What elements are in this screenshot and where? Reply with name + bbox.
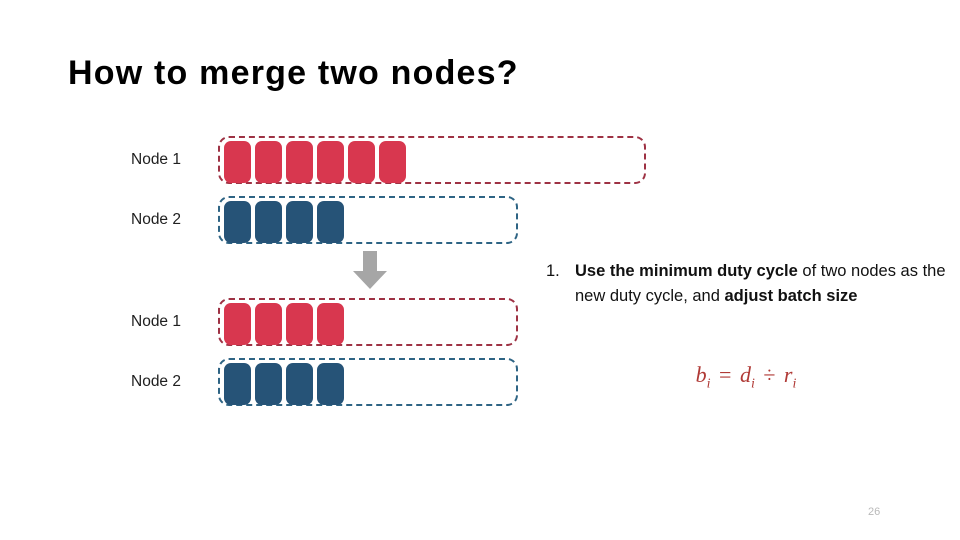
page-number: 26	[868, 506, 881, 518]
node-blocks-before-2	[224, 201, 344, 243]
node-track-before-1	[218, 136, 646, 184]
node-label-before-2: Node 2	[131, 211, 181, 228]
duty-cycle-block	[255, 303, 282, 345]
duty-cycle-block	[286, 303, 313, 345]
node-track-after-1	[218, 298, 518, 346]
formula-rhs2-var: r	[783, 362, 793, 387]
duty-cycle-block	[348, 141, 375, 183]
explanation-item-number: 1.	[546, 262, 560, 280]
duty-cycle-block	[255, 363, 282, 405]
node-row-after-1: Node 1	[131, 298, 691, 346]
node-label-after-2: Node 2	[131, 373, 181, 390]
explanation-segment-0: Use the minimum duty cycle	[575, 262, 798, 280]
formula-rhs1-var: d	[739, 362, 751, 387]
duty-cycle-block	[255, 141, 282, 183]
duty-cycle-block	[286, 201, 313, 243]
duty-cycle-block	[286, 141, 313, 183]
duty-cycle-block	[317, 201, 344, 243]
formula-lhs-sub: i	[706, 376, 711, 392]
duty-cycle-block	[317, 141, 344, 183]
node-track-before-2	[218, 196, 518, 244]
explanation-segment-2: adjust batch size	[724, 287, 858, 305]
node-blocks-after-1	[224, 303, 344, 345]
duty-cycle-block	[286, 363, 313, 405]
duty-cycle-block	[317, 303, 344, 345]
arrow-down-icon	[350, 251, 390, 291]
node-label-before-1: Node 1	[131, 151, 181, 168]
formula-batch-size: bi = di ÷ ri	[546, 362, 946, 392]
formula-lhs-var: b	[695, 362, 707, 387]
formula-equals: =	[719, 362, 732, 387]
node-merge-diagram: Node 1 Node 2 Node 1	[131, 136, 691, 406]
duty-cycle-block	[224, 363, 251, 405]
explanation-list: 1. Use the minimum duty cycle of two nod…	[546, 259, 946, 309]
page-title: How to merge two nodes?	[68, 54, 519, 92]
duty-cycle-block	[255, 201, 282, 243]
node-blocks-before-1	[224, 141, 406, 183]
explanation-item-1: 1. Use the minimum duty cycle of two nod…	[546, 259, 946, 309]
duty-cycle-block	[224, 201, 251, 243]
explanation-segment-1: of two nodes as the new duty cycle, and	[575, 262, 946, 305]
node-track-after-2	[218, 358, 518, 406]
formula-rhs1-sub: i	[750, 376, 755, 392]
node-row-after-2: Node 2	[131, 358, 691, 406]
node-row-before-2: Node 2	[131, 196, 691, 244]
formula-rhs2-sub: i	[792, 376, 797, 392]
node-blocks-after-2	[224, 363, 344, 405]
duty-cycle-block	[317, 363, 344, 405]
duty-cycle-block	[379, 141, 406, 183]
formula-operator: ÷	[763, 362, 776, 387]
explanation-item-text: Use the minimum duty cycle of two nodes …	[575, 259, 946, 309]
node-row-before-1: Node 1	[131, 136, 691, 184]
duty-cycle-block	[224, 303, 251, 345]
node-label-after-1: Node 1	[131, 313, 181, 330]
duty-cycle-block	[224, 141, 251, 183]
